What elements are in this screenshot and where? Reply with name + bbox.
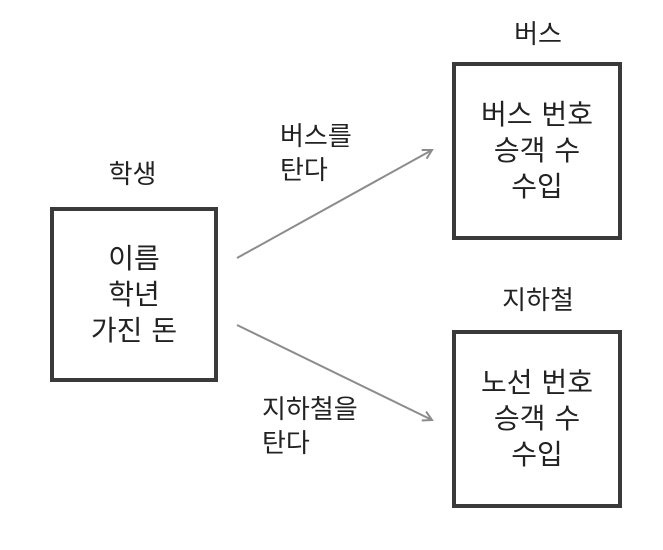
edge-label-to-bus: 버스를 탄다 <box>280 120 352 188</box>
edge-label-to-subway: 지하철을 탄다 <box>262 393 358 461</box>
student-attr-money: 가진 돈 <box>90 313 178 347</box>
student-box: 이름 학년 가진 돈 <box>50 207 218 382</box>
subway-title: 지하철 <box>502 286 574 316</box>
edge-label-to-subway-line-1: 지하철을 <box>262 395 358 425</box>
bus-attr-number: 버스 번호 <box>481 98 593 131</box>
edge-label-to-bus-line-1: 버스를 <box>280 122 352 152</box>
subway-box: 노선 번호 승객 수 수입 <box>452 330 622 508</box>
subway-attr-passengers: 승객 수 <box>493 402 581 435</box>
student-title: 학생 <box>108 160 157 190</box>
bus-attr-passengers: 승객 수 <box>493 134 581 167</box>
arrow-student-to-bus <box>236 150 432 259</box>
bus-box: 버스 번호 승객 수 수입 <box>452 62 622 240</box>
edge-label-to-bus-line-2: 탄다 <box>280 156 328 186</box>
subway-attr-revenue: 수입 <box>511 438 563 471</box>
edge-label-to-subway-line-2: 탄다 <box>262 429 310 459</box>
bus-attr-revenue: 수입 <box>511 170 563 203</box>
bus-title: 버스 <box>514 20 562 50</box>
arrow-student-to-subway <box>236 324 432 420</box>
student-attr-grade: 학년 <box>108 277 160 311</box>
student-attr-name: 이름 <box>108 241 160 275</box>
subway-attr-line-number: 노선 번호 <box>481 366 593 399</box>
